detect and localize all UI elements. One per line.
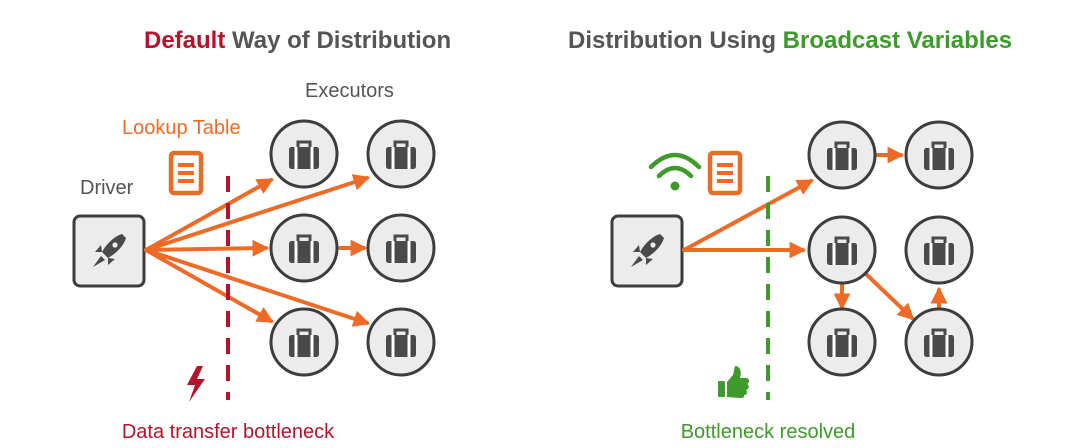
resolved-caption: Bottleneck resolved [681,421,856,443]
executor-node [366,307,436,377]
executor-node [366,213,436,283]
arrow-executor-3-to-6 [864,272,915,321]
executor-node [807,120,877,190]
thumbs-up-icon [718,366,750,398]
lookup-table-label: Lookup Table [122,117,241,139]
left-title-highlight: Default [144,27,225,54]
left-title-rest: Way of Distribution [225,27,451,54]
left-executors [269,119,436,377]
driver-label: Driver [80,177,134,199]
executor-node [807,215,877,285]
arrow-to-executor-6 [144,248,371,327]
right-title-highlight: Broadcast Variables [783,27,1012,54]
executor-node [269,119,339,189]
executor-node [269,307,339,377]
right-arrows [682,146,948,321]
lightning-icon [187,366,205,402]
left-title: Default Way of Distribution [144,27,451,54]
document-icon [710,153,740,193]
executor-node [366,119,436,189]
right-executors [807,120,974,377]
executor-node [807,307,877,377]
executor-node [269,213,339,283]
wifi-icon [648,152,702,191]
arrow-driver-to-executor-1 [682,179,814,252]
arrow-to-executor-2 [144,174,371,252]
right-title: Distribution Using Broadcast Variables [568,27,1012,54]
arrow-to-executor-5 [144,248,274,323]
executor-node [904,120,974,190]
executors-label: Executors [305,80,394,102]
document-icon [171,153,201,193]
bottleneck-caption: Data transfer bottleneck [122,421,335,443]
executor-node [904,307,974,377]
left-arrows [144,174,371,327]
arrow-to-executor-1 [144,178,274,252]
arrow-to-executor-3 [144,239,270,257]
executor-node [904,215,974,285]
driver-node [72,214,146,288]
driver-node [610,214,684,288]
right-title-rest: Distribution Using [568,27,783,54]
